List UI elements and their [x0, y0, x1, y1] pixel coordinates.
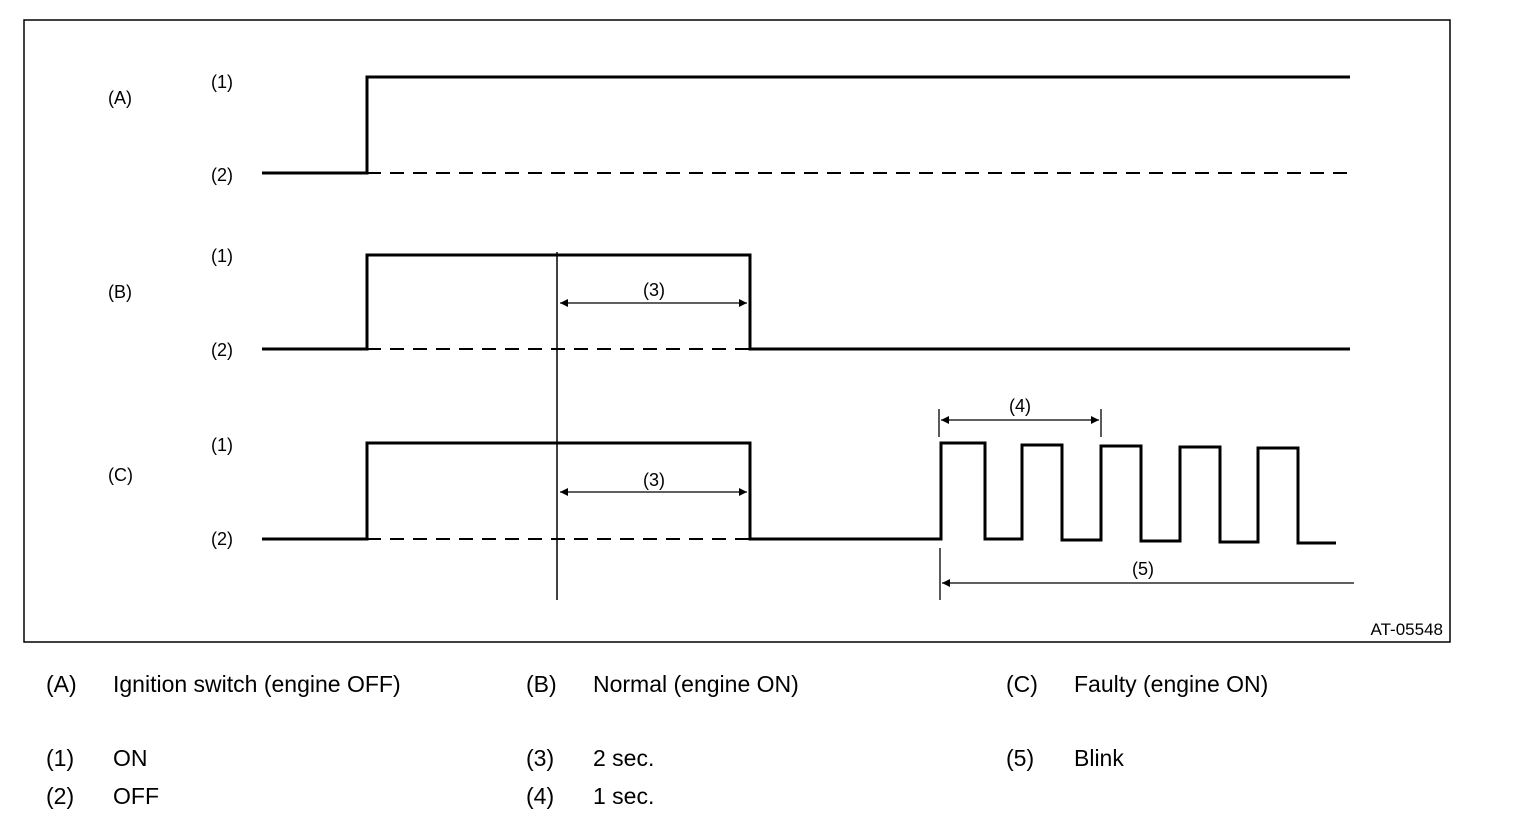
legend-text-a: Ignition switch (engine OFF): [113, 671, 401, 697]
legend-key-a: (A): [46, 671, 77, 697]
row-label-a: (A): [108, 88, 132, 108]
level-label-on-b: (1): [211, 246, 233, 266]
duration-label-3-c: (3): [643, 470, 665, 490]
row-label-c: (C): [108, 465, 133, 485]
legend-text-4: 1 sec.: [593, 783, 655, 809]
diagram-frame: [23, 19, 1451, 643]
legend-key-b: (B): [526, 671, 557, 697]
row-label-b: (B): [108, 282, 132, 302]
legend-text-b: Normal (engine ON): [593, 671, 799, 697]
figure-id: AT-05548: [1371, 620, 1443, 639]
level-label-off-b: (2): [211, 340, 233, 360]
legend-text-c: Faulty (engine ON): [1074, 671, 1269, 697]
legend-text-1: ON: [113, 745, 148, 771]
duration-label-4: (4): [1009, 396, 1031, 416]
duration-label-3-b: (3): [643, 280, 665, 300]
legend-text-3: 2 sec.: [593, 745, 655, 771]
waveform-b: [262, 253, 1350, 351]
level-label-on-a: (1): [211, 72, 233, 92]
legend-key-c: (C): [1006, 671, 1038, 697]
level-label-off-a: (2): [211, 165, 233, 185]
legend-text-5: Blink: [1074, 745, 1124, 771]
legend-key-2: (2): [46, 783, 75, 809]
legend-key-3: (3): [526, 745, 555, 771]
duration-label-5: (5): [1132, 559, 1154, 579]
waveform-c: [262, 441, 1336, 545]
legend-key-4: (4): [526, 783, 555, 809]
level-label-off-c: (2): [211, 529, 233, 549]
legend-key-5: (5): [1006, 745, 1035, 771]
waveform-a: [262, 75, 1350, 175]
level-label-on-c: (1): [211, 435, 233, 455]
legend-key-1: (1): [46, 745, 75, 771]
legend-text-2: OFF: [113, 783, 159, 809]
